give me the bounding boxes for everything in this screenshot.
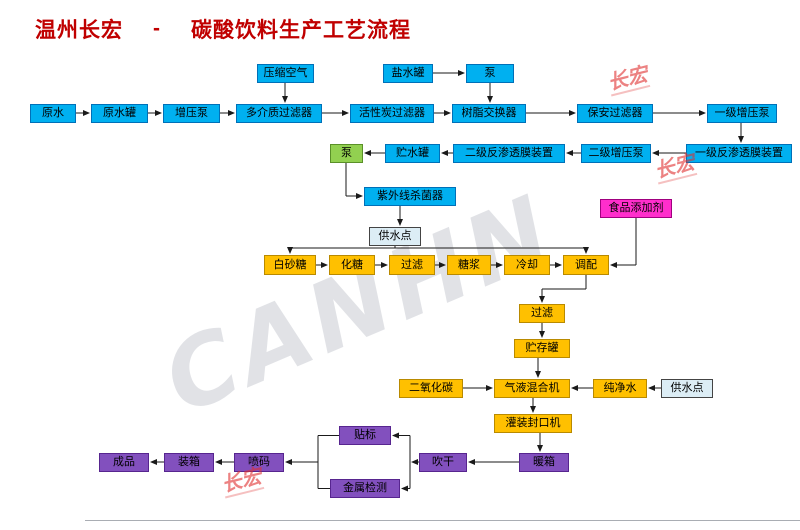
title-separator: -: [153, 17, 161, 40]
node-multimedia-filter: 多介质过滤器: [236, 104, 322, 123]
node-compressed-air: 压缩空气: [257, 64, 314, 83]
node-gas-liquid-mixer: 气液混合机: [494, 379, 570, 398]
logo-stamp: 长宏: [605, 63, 651, 97]
node-stage1-ro-membrane: 一级反渗透膜装置: [686, 144, 792, 163]
node-storage-tank: 贮存罐: [514, 339, 570, 358]
node-filling-sealing-machine: 灌装封口机: [494, 414, 572, 433]
node-pump-green: 泵: [330, 144, 363, 163]
node-blow-dry: 吹干: [419, 453, 467, 472]
node-activated-carbon-filter: 活性炭过滤器: [350, 104, 434, 123]
node-water-supply-point-2: 供水点: [661, 379, 713, 398]
node-blending: 调配: [563, 255, 609, 275]
node-booster-pump: 增压泵: [163, 104, 220, 123]
page-title: 温州长宏 - 碳酸饮料生产工艺流程: [35, 14, 411, 44]
node-water-storage-tank: 贮水罐: [385, 144, 440, 163]
process-title: 碳酸饮料生产工艺流程: [191, 19, 411, 42]
node-warming-box: 暖箱: [519, 453, 569, 472]
node-uv-sterilizer: 紫外线杀菌器: [364, 187, 456, 206]
node-metal-detection: 金属检测: [330, 479, 400, 498]
node-food-additive: 食品添加剂: [600, 199, 672, 218]
node-resin-exchanger: 树脂交换器: [452, 104, 526, 123]
node-purified-water: 纯净水: [593, 379, 647, 398]
node-raw-water-tank: 原水罐: [91, 104, 148, 123]
node-security-filter: 保安过滤器: [577, 104, 653, 123]
node-packing: 装箱: [164, 453, 214, 472]
node-syrup: 糖浆: [447, 255, 491, 275]
node-finished-product: 成品: [99, 453, 149, 472]
node-filtration-1: 过滤: [389, 255, 435, 275]
node-raw-water: 原水: [30, 104, 76, 123]
node-stage1-booster-pump: 一级增压泵: [707, 104, 777, 123]
node-cooling: 冷却: [504, 255, 550, 275]
node-stage2-ro-membrane: 二级反渗透膜装置: [453, 144, 565, 163]
node-brine-tank: 盐水罐: [383, 64, 433, 83]
node-pump-top: 泵: [466, 64, 514, 83]
node-labeling: 贴标: [339, 426, 391, 445]
footer-divider: [85, 520, 800, 521]
node-white-sugar: 白砂糖: [264, 255, 316, 275]
node-water-supply-point-1: 供水点: [369, 227, 421, 246]
node-stage2-booster-pump: 二级增压泵: [581, 144, 651, 163]
node-filtration-2: 过滤: [519, 304, 565, 323]
node-carbon-dioxide: 二氧化碳: [399, 379, 463, 398]
node-inkjet-coding: 喷码: [234, 453, 284, 472]
company-name: 温州长宏: [35, 19, 123, 42]
node-sugar-dissolving: 化糖: [329, 255, 375, 275]
